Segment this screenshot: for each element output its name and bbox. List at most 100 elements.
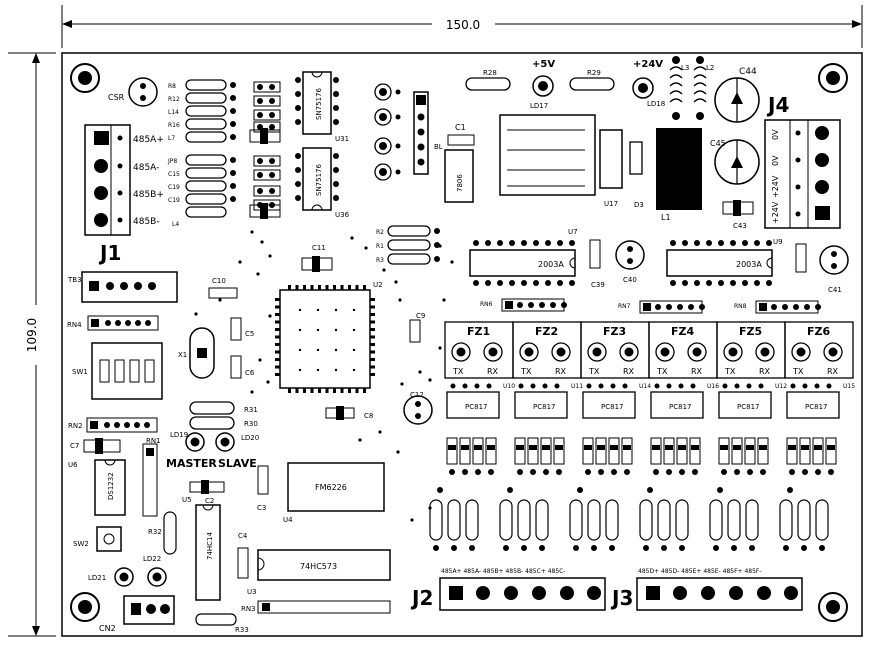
fz-zone-label: FZ2 xyxy=(535,325,558,338)
led-column-center xyxy=(374,83,401,181)
led19-label: LD19 xyxy=(170,431,188,439)
u9-label: U9 xyxy=(773,238,783,246)
rn-bottom-header: RN3 xyxy=(241,600,391,614)
rn2-header: RN2 xyxy=(68,417,158,433)
ic-u36: SN75176 U36 xyxy=(302,147,350,219)
rn2-label: RN2 xyxy=(68,422,83,430)
c10-label: C10 xyxy=(212,277,226,285)
opto-part: PC817 xyxy=(669,403,691,411)
opto-label: U14 xyxy=(639,383,651,390)
sw1-label: SW1 xyxy=(72,368,88,376)
j1-row-label: L7 xyxy=(168,135,175,142)
fz-zone-label: FZ1 xyxy=(467,325,490,338)
resistor xyxy=(185,180,227,192)
ic-u4: FM6226 U4 xyxy=(283,462,385,524)
j2-label: J2 xyxy=(410,586,433,610)
fz-zone-label: FZ3 xyxy=(603,325,626,338)
regulator-u32: 7806 C1 BL xyxy=(434,123,475,203)
header-center xyxy=(413,91,429,175)
power-24v-indicator: +24V LD18 xyxy=(632,59,665,108)
opto-part: PC817 xyxy=(805,403,827,411)
capacitor-row xyxy=(446,437,837,475)
rx-label: RX xyxy=(691,367,703,376)
j1-row-label: L4 xyxy=(172,221,179,228)
ic-u36-part: SN75176 xyxy=(315,164,323,196)
j4-connector: 0V 0V +24V +24V J4 xyxy=(764,93,841,229)
r33-resistor: R33 xyxy=(195,613,249,634)
opto-part: PC817 xyxy=(737,403,759,411)
c1-label: C1 xyxy=(455,123,466,132)
tx-label: TX xyxy=(724,367,736,376)
opto-label: U15 xyxy=(843,383,855,390)
j1-pin-2: 485A- xyxy=(133,163,159,173)
mounting-holes xyxy=(70,63,848,622)
resistor xyxy=(185,92,227,104)
rx-label: RX xyxy=(623,367,635,376)
c3-c2-caps: C3 C2 xyxy=(189,465,269,512)
c8-label: C8 xyxy=(364,412,373,420)
j3-label: J3 xyxy=(610,586,633,610)
c40-c41-caps: C40 C41 C39 xyxy=(589,239,849,294)
j1-row-label: L14 xyxy=(168,109,179,116)
opto-part: PC817 xyxy=(465,403,487,411)
u7-part: 2003A xyxy=(538,260,564,269)
regulator-part: 7806 xyxy=(456,174,464,192)
u6-part: DS1232 xyxy=(107,472,115,500)
rn1-label: RN1 xyxy=(146,437,161,445)
c41-label: C41 xyxy=(828,286,842,294)
tx-label: TX xyxy=(588,367,600,376)
j1-row-label: JP8 xyxy=(167,158,177,165)
j1-label: J1 xyxy=(98,241,121,265)
rx-label: RX xyxy=(487,367,499,376)
c3-label: C3 xyxy=(257,504,266,512)
c44-label: C44 xyxy=(739,67,757,77)
ld21-label: LD21 xyxy=(88,574,106,582)
crystal-x1: X1 xyxy=(178,327,215,379)
cn2-label: CN2 xyxy=(99,624,116,633)
r29-label: R29 xyxy=(587,69,601,77)
opto-label: U16 xyxy=(707,383,719,390)
c45-label: C45 xyxy=(710,139,726,148)
d3-label: D3 xyxy=(634,201,644,209)
height-dimension-label: 109.0 xyxy=(25,318,39,352)
sw1-dip-switch: SW1 xyxy=(72,342,163,400)
j1-row-label: R12 xyxy=(168,96,180,103)
r33-label: R33 xyxy=(235,626,249,634)
u6-label: U6 xyxy=(68,461,78,469)
r2-label: R2 xyxy=(376,229,384,236)
sw2-label: SW2 xyxy=(73,540,89,548)
j4-pin-1: 0V xyxy=(771,129,780,140)
ld21-ld22: LD21 LD22 xyxy=(88,555,167,587)
j1-row-label: C15 xyxy=(168,171,180,178)
rx-label: RX xyxy=(759,367,771,376)
c7-label: C7 xyxy=(70,442,79,450)
rn6-label: RN6 xyxy=(480,301,493,308)
x1-label: X1 xyxy=(178,351,187,359)
ic-u6: U6 DS1232 C7 xyxy=(68,438,126,516)
l1-label: L1 xyxy=(661,213,671,222)
led17-label: LD17 xyxy=(530,102,548,110)
j1-row-label: R16 xyxy=(168,122,180,129)
j1-row-label: C19 xyxy=(168,197,180,204)
j4-label: J4 xyxy=(766,93,789,117)
dimension-width: 150.0 xyxy=(61,5,863,48)
ic-u31-part: SN75176 xyxy=(315,88,323,120)
u3-part: 74HC573 xyxy=(300,562,337,571)
r3-label: R3 xyxy=(376,257,384,264)
plus24v-label: +24V xyxy=(633,59,663,70)
r31-label: R31 xyxy=(244,406,258,414)
u7-label: U7 xyxy=(568,228,578,236)
c40-label: C40 xyxy=(623,276,637,284)
j1-indicator-column xyxy=(249,81,281,219)
led18-label: LD18 xyxy=(647,100,665,108)
ic-u31-label: U31 xyxy=(335,135,349,143)
j4-pin-2: 0V xyxy=(771,155,780,166)
u3-label: U3 xyxy=(247,588,257,596)
c8-c9-caps: C8 C9 C12 xyxy=(325,312,433,425)
master-label: MASTER xyxy=(166,457,217,470)
ic-u5: 74HC14 U5 xyxy=(182,496,221,601)
